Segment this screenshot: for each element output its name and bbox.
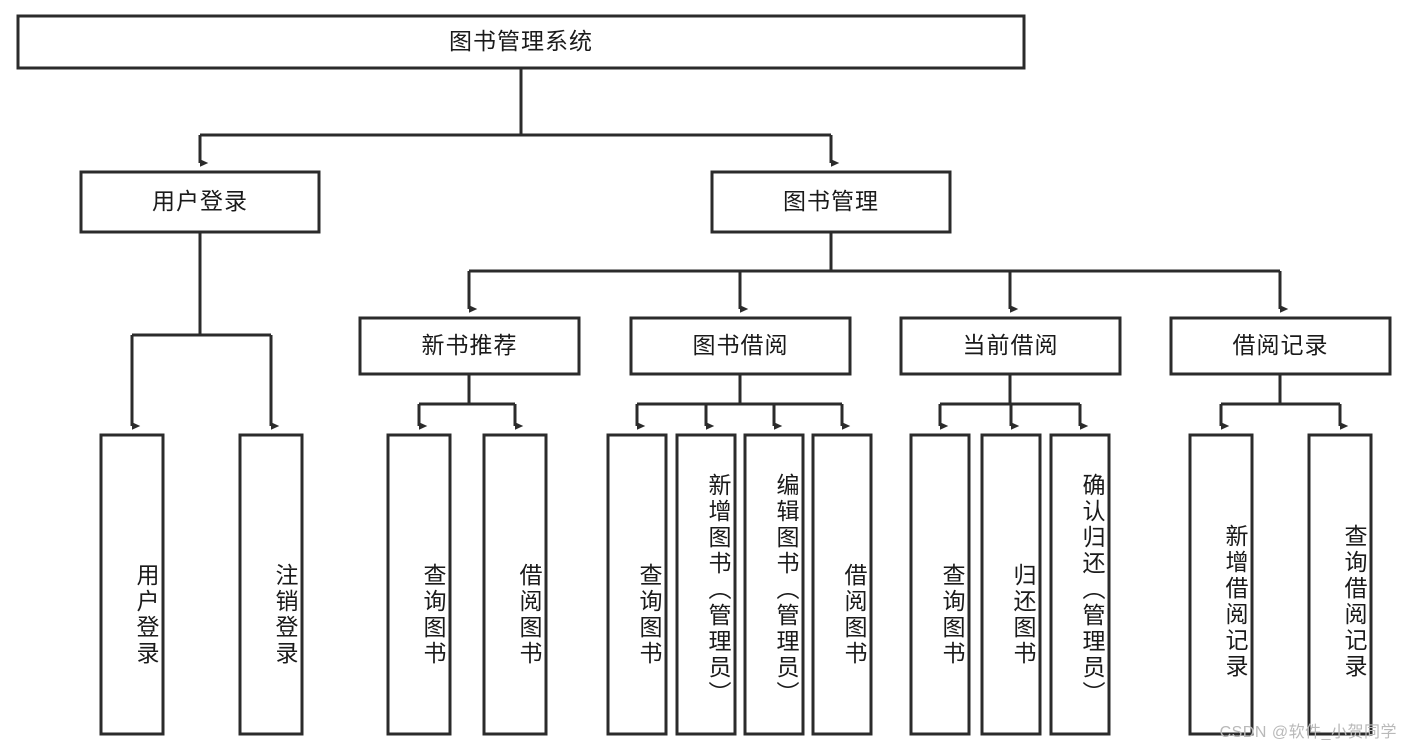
node-box-user-login[interactable] [79, 170, 321, 234]
csdn-watermark: CSDN @软件_小贺同学 [1219, 724, 1397, 741]
connector-root-to-level2 [198, 68, 840, 167]
node-box-leaf-query-book-2[interactable] [606, 433, 668, 736]
node-box-leaf-query-record[interactable] [1307, 433, 1373, 736]
node-box-root[interactable] [16, 14, 1026, 70]
node-box-leaf-borrow-book-2[interactable] [811, 433, 873, 736]
connector-book-manage-to-level3 [467, 232, 1289, 313]
node-box-leaf-edit-book[interactable] [743, 433, 805, 736]
node-box-leaf-return-book[interactable] [980, 433, 1042, 736]
connector-book-borrow-to-leaves [635, 374, 851, 430]
node-box-leaf-add-book[interactable] [675, 433, 737, 736]
node-box-book-manage[interactable] [710, 170, 952, 234]
node-box-leaf-query-book-3[interactable] [909, 433, 971, 736]
node-box-leaf-logout[interactable] [238, 433, 304, 736]
connector-new-book-recommend-to-leaves [417, 374, 524, 430]
connector-borrow-record-to-leaves [1219, 374, 1349, 430]
connector-current-borrow-to-leaves [938, 374, 1089, 430]
node-box-current-borrow[interactable] [899, 316, 1122, 376]
node-box-leaf-add-record[interactable] [1188, 433, 1254, 736]
node-box-leaf-confirm-return[interactable] [1049, 433, 1111, 736]
node-box-borrow-record[interactable] [1169, 316, 1392, 376]
node-box-leaf-user-login[interactable] [99, 433, 165, 736]
node-box-book-borrow[interactable] [629, 316, 852, 376]
node-box-new-book-recommend[interactable] [358, 316, 581, 376]
node-box-leaf-borrow-book-1[interactable] [482, 433, 548, 736]
node-box-leaf-query-book-1[interactable] [386, 433, 452, 736]
connector-user-login-to-leaves [130, 232, 280, 430]
